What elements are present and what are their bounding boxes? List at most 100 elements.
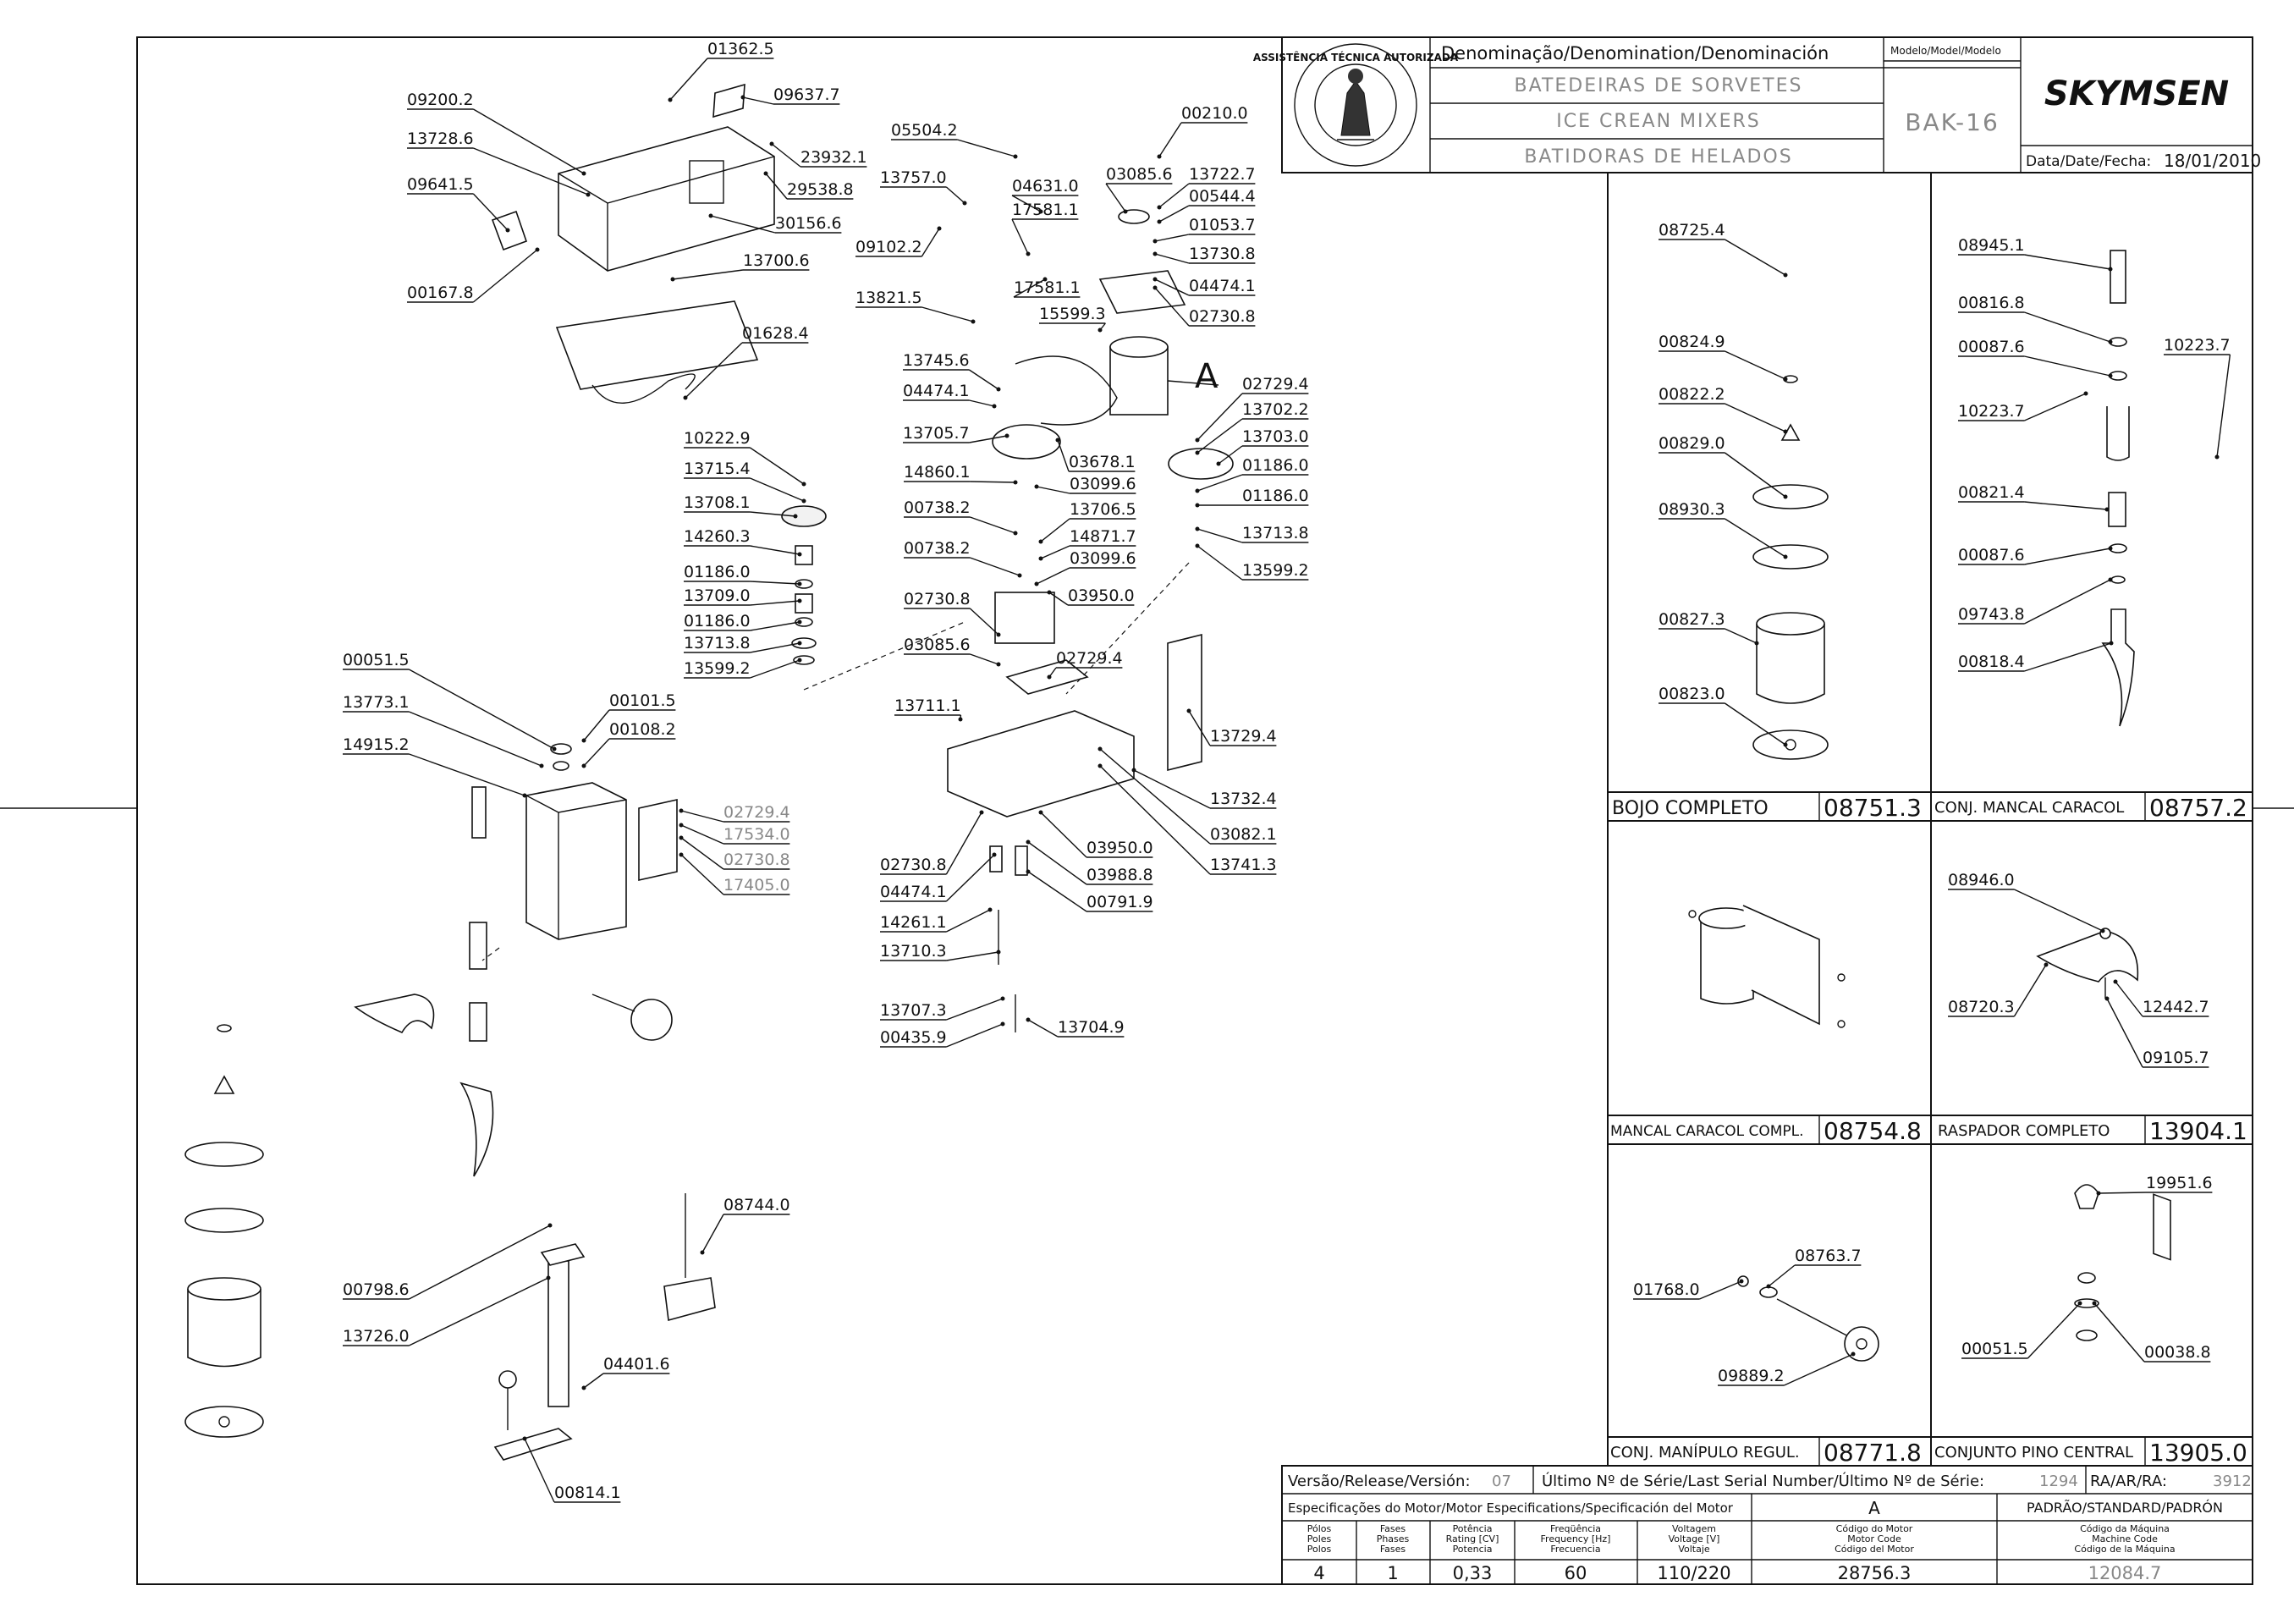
mancal-label-4: 10223.7: [1958, 391, 2088, 421]
part-label-2: 09637.7: [740, 85, 840, 105]
motor-col-0-h3: Polos: [1307, 1544, 1332, 1555]
mancal-label-7: 09743.8: [1958, 577, 2113, 625]
manipulo-code: 08771.8: [1824, 1439, 1922, 1467]
part-label-47: 14860.1: [904, 463, 1018, 485]
part-label-2-text: 09637.7: [773, 85, 840, 104]
motor-col-2-h2: Rating [CV]: [1446, 1533, 1499, 1544]
part-label-64: 03950.0: [1038, 810, 1153, 858]
bojo-label-0-text: 08725.4: [1659, 221, 1725, 239]
gray-label-1: 17534.0: [679, 823, 790, 845]
mancal-label-1: 00816.8: [1958, 294, 2113, 344]
part-label-3-text: 13728.6: [407, 129, 474, 148]
gray-label-0: 02729.4: [679, 803, 790, 823]
motor-col-1-value: 1: [1387, 1563, 1398, 1583]
motor-col-4-h1: Voltagem: [1672, 1523, 1716, 1534]
part-label-57-text: 02729.4: [1056, 649, 1123, 668]
part-label-12-text: 13757.0: [880, 168, 947, 187]
part-label-67-text: 00791.9: [1086, 893, 1153, 911]
part-label-29-text: 04474.1: [1189, 277, 1256, 295]
mancal-label-6-text: 00087.6: [1958, 546, 2025, 564]
pino-label-2: 00038.8: [2092, 1301, 2211, 1363]
part-label-18-text: 15599.3: [1039, 305, 1106, 323]
bojo-label-2-text: 00822.2: [1659, 385, 1725, 404]
part-label-68-text: 14261.1: [880, 913, 947, 932]
part-label-74-text: 00101.5: [609, 691, 676, 710]
raspador-label-1-text: 08720.3: [1948, 998, 2015, 1016]
motor-col-2-h1: Potência: [1453, 1523, 1493, 1534]
part-label-27: 01053.7: [1153, 216, 1256, 244]
bojo-code: 08751.3: [1824, 794, 1922, 822]
part-label-34-text: 01186.0: [1242, 456, 1309, 475]
motor-col-5-h2: Motor Code: [1847, 1533, 1901, 1544]
manipulo-name: CONJ. MANÍPULO REGUL.: [1610, 1443, 1800, 1462]
ra-value: 3912: [2213, 1473, 2252, 1490]
part-label-24-text: 03085.6: [1106, 165, 1173, 184]
motor-col-1-h1: Fases: [1380, 1523, 1406, 1534]
pino-drawing: [2074, 1184, 2099, 1341]
serial-value: 1294: [2039, 1473, 2078, 1490]
mancal-label-7-text: 09743.8: [1958, 605, 2025, 624]
manipulo-label-2: 09889.2: [1718, 1351, 1856, 1386]
manipulo-label-1: 01768.0: [1633, 1279, 1744, 1300]
name-pt: BATEDEIRAS DE SORVETES: [1515, 75, 1803, 96]
part-label-50-text: 13706.5: [1070, 500, 1136, 519]
part-label-4: 23932.1: [769, 141, 867, 168]
part-label-59-text: 13729.4: [1210, 727, 1277, 746]
part-label-46-text: 13599.2: [684, 659, 751, 678]
part-label-65-text: 03988.8: [1086, 866, 1153, 884]
part-label-5: 29538.8: [763, 171, 854, 200]
part-label-80: 13726.0: [343, 1275, 551, 1346]
part-label-23: 00210.0: [1157, 104, 1248, 159]
part-label-19: 13745.6: [903, 351, 1001, 392]
pino-code: 13905.0: [2149, 1439, 2247, 1467]
gray-label-3: 17405.0: [679, 852, 790, 895]
pino-label-2-text: 00038.8: [2144, 1343, 2211, 1362]
motor-col-5-value: 28756.3: [1838, 1563, 1912, 1583]
motor-standard: PADRÃO/STANDARD/PADRÓN: [2027, 1500, 2223, 1516]
bojo-label-6: 00823.0: [1659, 685, 1788, 747]
part-label-77-text: 14915.2: [343, 735, 410, 754]
bojo-label-5-text: 00827.3: [1659, 610, 1725, 629]
part-label-52: 14871.7: [1038, 527, 1136, 561]
part-label-36: 13713.8: [1195, 524, 1309, 543]
part-label-38-text: 10222.9: [684, 429, 751, 448]
part-label-20: 04474.1: [903, 382, 997, 409]
part-label-44-text: 01186.0: [684, 612, 751, 630]
part-label-10-text: 01628.4: [742, 324, 809, 343]
part-label-45-text: 13713.8: [684, 634, 751, 652]
motor-columns: PólosPolesPolos4FasesPhasesFases1Potênci…: [1307, 1523, 2176, 1583]
pino-label-1: 00051.5: [1961, 1301, 2082, 1359]
model-value: BAK-16: [1905, 108, 2000, 136]
bojo-label-0: 08725.4: [1659, 221, 1788, 278]
part-label-8-text: 00167.8: [407, 284, 474, 302]
part-label-15-text: 09102.2: [855, 238, 922, 256]
part-label-56-text: 03085.6: [904, 636, 971, 654]
part-label-4-text: 23932.1: [800, 148, 867, 167]
mancal-name: CONJ. MANCAL CARACOL: [1934, 799, 2124, 817]
part-label-35: 01186.0: [1195, 487, 1309, 508]
dashed-links: [481, 562, 1190, 961]
title-block: ASSISTÊNCIA TÉCNICA AUTORIZADA Denominaç…: [1253, 36, 2261, 173]
part-label-1: 09200.2: [407, 91, 586, 176]
part-label-76: 00108.2: [581, 720, 676, 768]
part-label-9: 13700.6: [670, 251, 810, 282]
part-label-35-text: 01186.0: [1242, 487, 1309, 505]
raspador-label-0: 08946.0: [1948, 871, 2105, 933]
part-label-43: 13709.0: [684, 586, 802, 606]
mancal-label-5: 00821.4: [1958, 483, 2110, 512]
part-label-68: 14261.1: [880, 907, 993, 933]
callout-a: A: [1195, 357, 1219, 396]
part-label-22-text: 03678.1: [1069, 453, 1136, 471]
shaft-and-lever: [493, 1032, 716, 1461]
part-label-10: 01628.4: [683, 324, 809, 400]
part-label-3: 13728.6: [407, 129, 591, 197]
part-label-11-text: 05504.2: [891, 121, 958, 140]
bojo-name: BOJO COMPLETO: [1612, 798, 1769, 819]
part-label-77: 14915.2: [343, 735, 527, 798]
raspador-label-2-text: 12442.7: [2143, 998, 2209, 1016]
part-label-42-text: 01186.0: [684, 563, 751, 581]
authorized-service-seal: ASSISTÊNCIA TÉCNICA AUTORIZADA: [1253, 43, 1459, 167]
part-label-69: 13710.3: [880, 942, 1001, 961]
subassembly-labels: 08725.400824.900822.200829.008930.300827…: [1633, 221, 2231, 1386]
